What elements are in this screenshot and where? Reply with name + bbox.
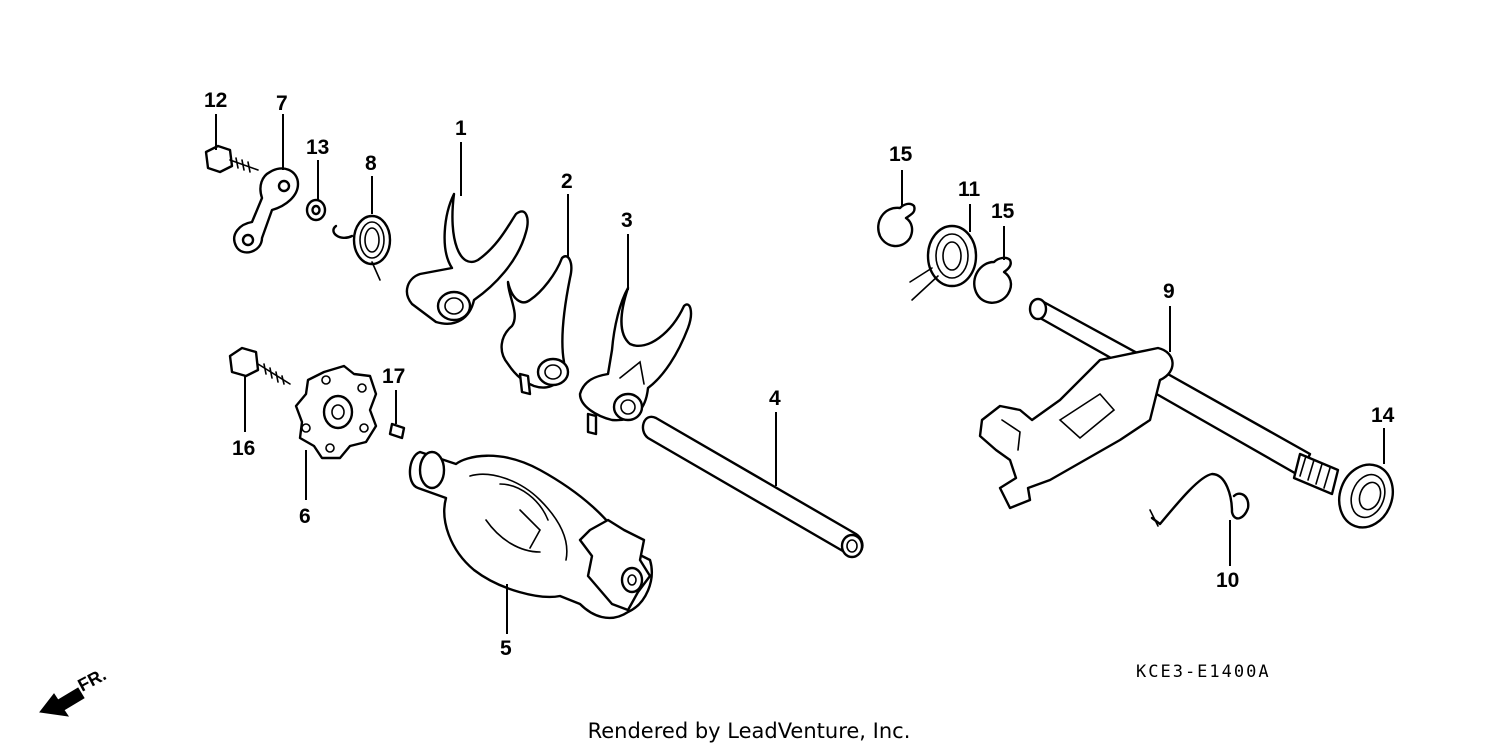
part-8-spring (332, 214, 392, 281)
part-9-gearshift-spindle (978, 297, 1340, 510)
callout-16: 16 (232, 437, 255, 460)
callout-3: 3 (621, 209, 633, 232)
callout-12: 12 (204, 89, 227, 112)
part-4-fork-shaft (641, 415, 864, 559)
part-15-circlip-a (877, 202, 916, 248)
callout-13: 13 (306, 136, 329, 159)
part-3-shift-fork (578, 286, 693, 436)
callout-8: 8 (365, 152, 377, 175)
callout-15-b: 15 (991, 200, 1015, 223)
part-10-spring (1149, 472, 1250, 527)
front-direction-indicator: FR. (39, 664, 109, 717)
callout-9: 9 (1163, 280, 1175, 303)
part-16-bolt (228, 346, 291, 385)
part-15-circlip-b (973, 256, 1013, 304)
front-arrow-icon (39, 687, 85, 717)
part-6-drum-plate (294, 364, 378, 460)
callout-5: 5 (500, 637, 512, 660)
leader-lines (215, 114, 1385, 634)
part-14-oil-seal (1338, 463, 1394, 529)
callout-11: 11 (958, 178, 981, 201)
callout-1: 1 (455, 117, 467, 140)
callout-4: 4 (769, 387, 781, 410)
part-12-bolt (204, 144, 259, 174)
callout-7: 7 (276, 92, 288, 115)
render-credit: Rendered by LeadVenture, Inc. (588, 719, 911, 743)
part-1-shift-fork (405, 192, 529, 325)
part-17-dowel-pin (388, 422, 406, 440)
part-11-return-spring (909, 224, 978, 301)
callout-10: 10 (1216, 569, 1239, 592)
part-13-washer (305, 198, 327, 222)
callout-14: 14 (1371, 404, 1395, 427)
callout-15-a: 15 (889, 143, 913, 166)
callout-2: 2 (561, 170, 573, 193)
callout-numbers: 12 7 13 8 1 2 3 4 5 6 16 17 15 11 15 9 1… (204, 89, 1395, 660)
callout-6: 6 (299, 505, 311, 528)
part-5-shift-drum (408, 450, 653, 620)
part-7-stopper-arm (233, 167, 300, 254)
callout-17: 17 (382, 365, 405, 388)
part-2-shift-fork (500, 255, 573, 396)
diagram-code: KCE3-E1400A (1136, 662, 1271, 682)
